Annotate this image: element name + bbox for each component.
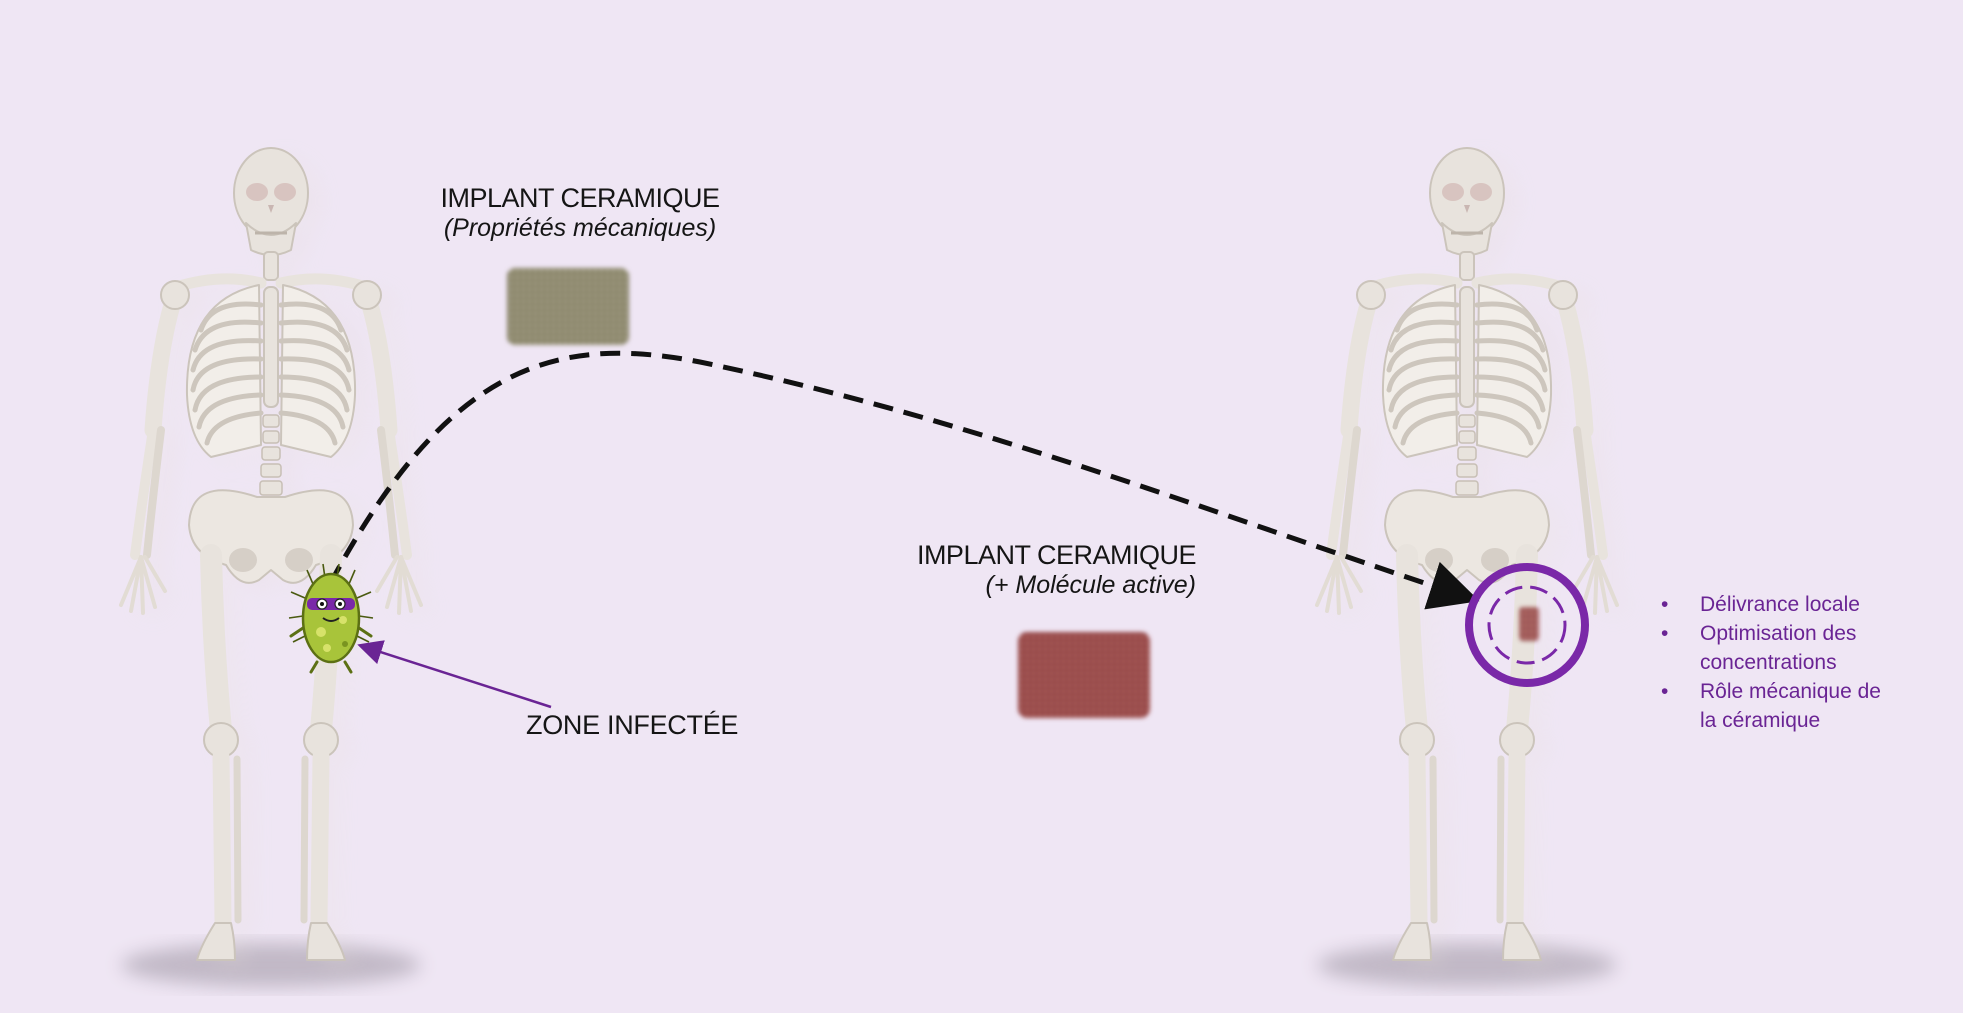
- plain-implant-title: IMPLANT CERAMIQUE: [410, 183, 750, 214]
- active-implant-subtitle: (+ Molécule active): [820, 571, 1196, 600]
- active-implant-title: IMPLANT CERAMIQUE: [820, 540, 1196, 571]
- benefit-item: Délivrance locale: [1655, 590, 1895, 619]
- plain-implant-label: IMPLANT CERAMIQUE (Propriétés mécaniques…: [410, 183, 750, 243]
- active-implant-block: [1018, 632, 1150, 718]
- active-implant-label: IMPLANT CERAMIQUE (+ Molécule active): [820, 540, 1196, 600]
- benefit-item: Optimisation des concentrations: [1655, 619, 1895, 677]
- implanted-block: [1519, 607, 1539, 641]
- plain-implant-subtitle: (Propriétés mécaniques): [410, 214, 750, 243]
- benefits-list: Délivrance locale Optimisation des conce…: [1655, 590, 1895, 735]
- benefit-item: Rôle mécanique de la céramique: [1655, 677, 1895, 735]
- plain-implant-block: [507, 268, 629, 345]
- infected-zone-label: ZONE INFECTÉE: [526, 710, 738, 741]
